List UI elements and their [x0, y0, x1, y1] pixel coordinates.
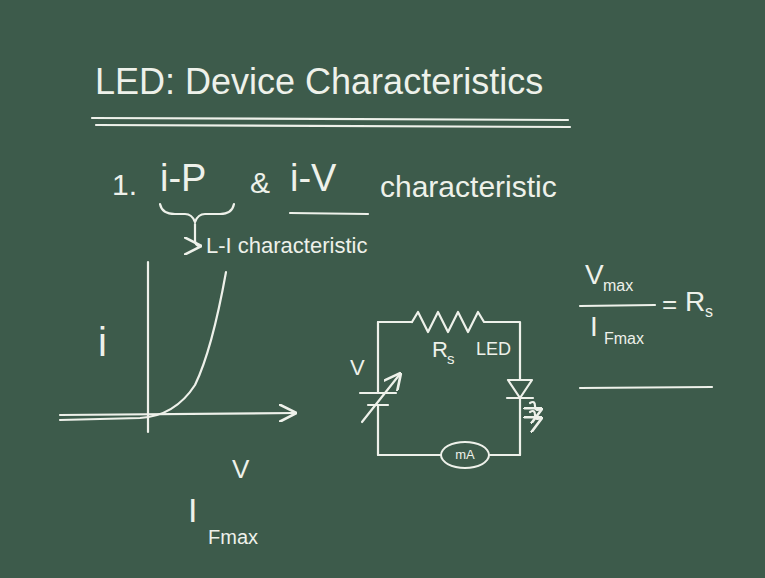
symbol: R	[685, 287, 705, 318]
label: characteristic	[380, 170, 557, 203]
iv-curve	[60, 272, 226, 420]
title-underline	[92, 118, 568, 120]
term: i-P	[160, 158, 206, 200]
subscript: s	[447, 351, 455, 368]
resistor-symbol	[412, 312, 520, 380]
meter-label: mA	[455, 448, 475, 462]
underline	[290, 213, 368, 214]
wire	[378, 454, 440, 456]
subscript: Fmax	[604, 330, 644, 348]
battery-plate	[360, 392, 396, 394]
light-emission	[530, 402, 541, 410]
symbol: =	[662, 290, 677, 319]
term: i-V	[290, 158, 336, 200]
brace	[160, 204, 234, 222]
led-label: LED	[476, 340, 511, 360]
symbol: I	[188, 492, 197, 529]
meter-circle: mA	[440, 441, 490, 469]
label: L-I characteristic	[206, 234, 367, 258]
wire	[378, 321, 412, 323]
item-number: 1.	[112, 168, 137, 201]
fraction-bar	[580, 305, 655, 306]
source-label: V	[350, 356, 365, 380]
wire	[377, 405, 379, 455]
title-underline	[96, 125, 570, 127]
subscript: s	[705, 303, 713, 321]
title: LED: Device Characteristics	[95, 62, 543, 102]
wire	[377, 322, 379, 393]
light-emission	[530, 411, 541, 419]
wire	[490, 454, 520, 456]
subscript: max	[603, 277, 633, 295]
variable-arrow	[362, 374, 400, 422]
axis-label: i	[98, 320, 107, 364]
wire	[519, 398, 521, 455]
underline	[580, 387, 712, 388]
battery-plate	[368, 404, 388, 406]
symbol: &	[250, 166, 270, 199]
resistor-label: R	[432, 338, 448, 362]
diode-symbol	[508, 380, 532, 398]
symbol: V	[585, 260, 604, 291]
subscript: Fmax	[208, 526, 258, 548]
symbol: I	[590, 312, 598, 343]
axis-label: V	[232, 455, 249, 484]
x-axis	[60, 413, 295, 415]
arrow-line	[195, 224, 200, 246]
y-axis	[147, 262, 149, 432]
